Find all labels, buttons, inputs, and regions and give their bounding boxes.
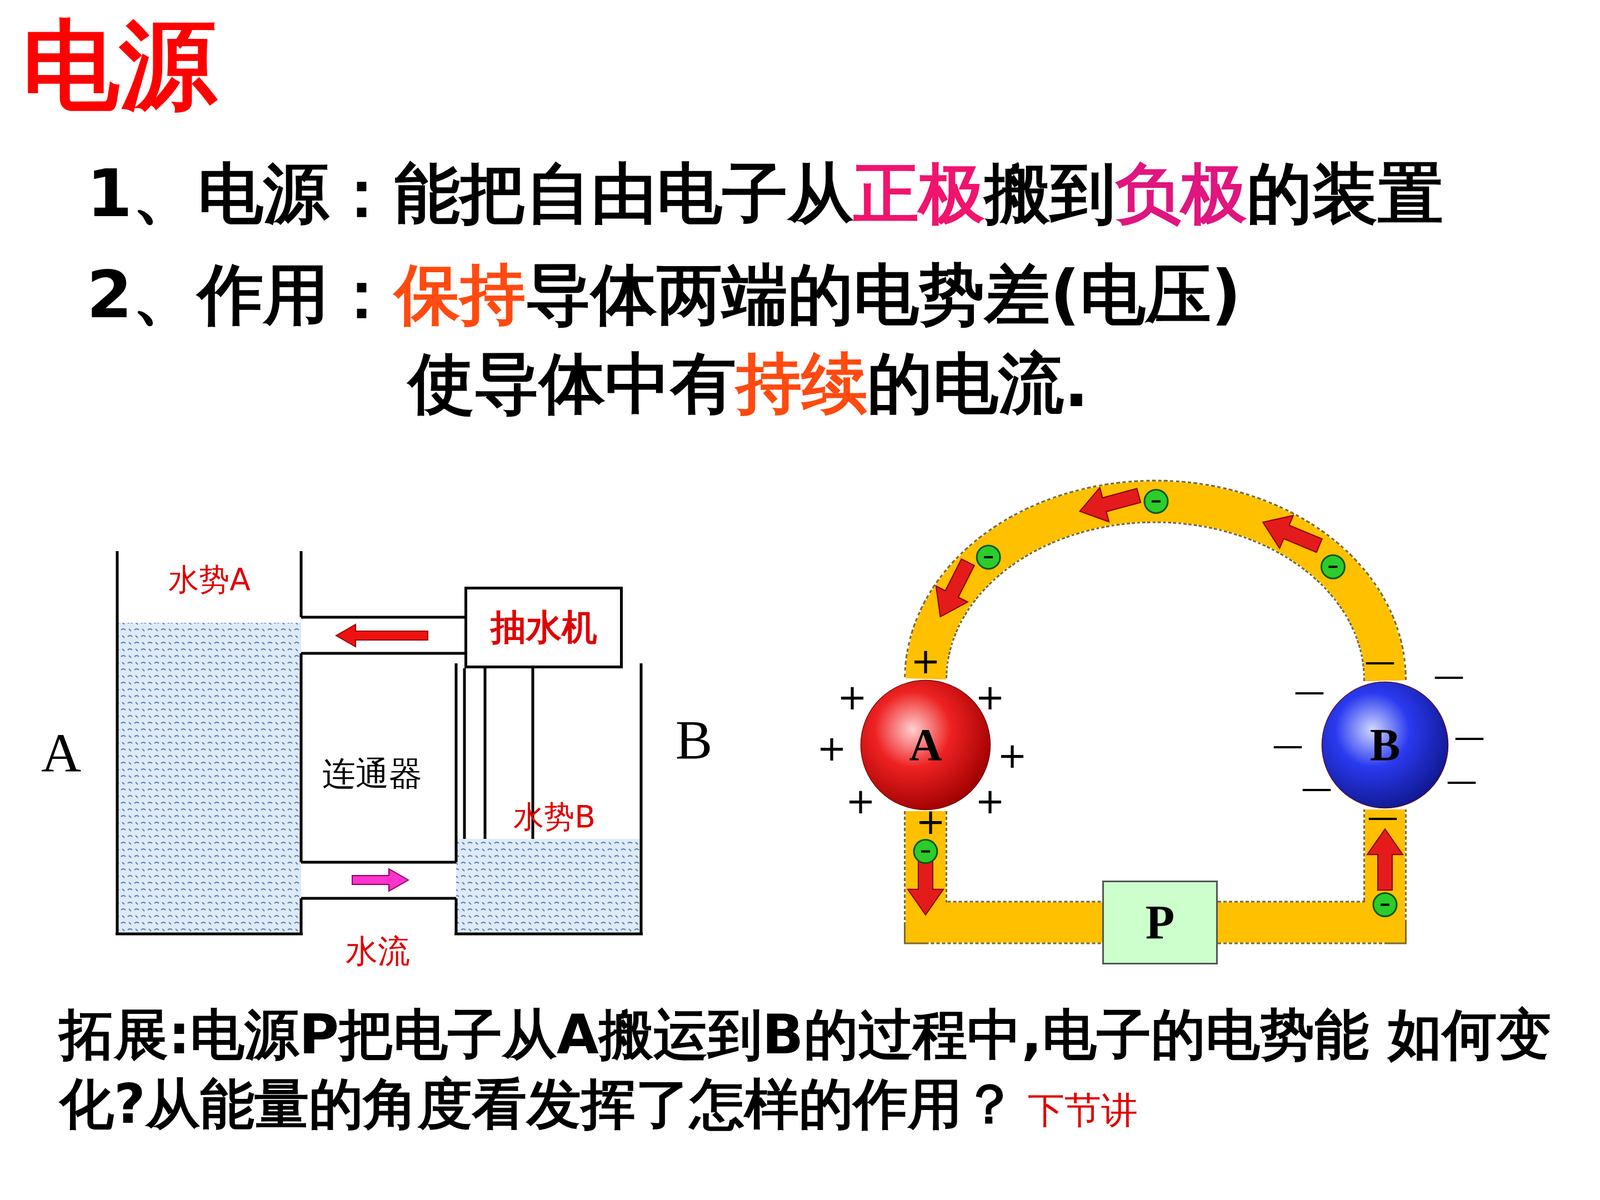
text-line: 拓展:电源P把电子从A搬运到B的过程中,电子的电势能 如何变化?从能量的角度看发…	[59, 1000, 1560, 1140]
flow-label: 水流	[345, 935, 410, 968]
power-source-box: P	[1102, 880, 1218, 965]
charge-sign: —	[1301, 772, 1333, 804]
pump-box: 抽水机	[464, 586, 623, 669]
part-label: 连通器	[322, 756, 423, 790]
electron-arrow	[936, 558, 975, 617]
charge-sign: —	[1453, 721, 1485, 753]
statement-text: 1、电源：能把自由电子从	[86, 155, 854, 232]
charge-sign: —	[1446, 765, 1478, 797]
statement-text: 负极	[1115, 155, 1247, 232]
statement-text: 使导体中有	[408, 345, 737, 422]
statement-text: 导体两端的电势差(电压)	[525, 256, 1242, 333]
tank-a	[115, 551, 303, 934]
charge-sign: +	[910, 643, 941, 679]
conductor-wire	[925, 811, 1103, 923]
conductor-wire	[925, 501, 1385, 682]
electron-symbol	[913, 840, 938, 864]
node-text: P	[1145, 896, 1175, 949]
charge-sign: —	[1272, 729, 1304, 761]
charge-sign: —	[1433, 660, 1465, 692]
charge-sign: +	[837, 679, 868, 715]
title: 电源	[22, 16, 217, 114]
statement-text: 下节讲	[1027, 1088, 1138, 1132]
statement-text: 持续	[736, 345, 868, 422]
electron-symbol	[1144, 490, 1168, 514]
statement-text: 搬到	[984, 155, 1116, 232]
charge-sign: +	[997, 737, 1028, 774]
tank-b	[454, 663, 643, 934]
node-text: 抽水机	[490, 607, 598, 647]
node-text: A	[908, 720, 942, 770]
tank-label: B	[675, 712, 713, 768]
charged-sphere: A	[859, 678, 992, 812]
electron-arrow	[1262, 515, 1323, 553]
charge-sign: +	[975, 783, 1005, 819]
water-b	[456, 838, 642, 934]
text-line: 1、电源：能把自由电子从正极搬到负极的装置	[86, 150, 1444, 239]
electron-symbol	[1373, 893, 1397, 917]
electron-arrow	[1080, 487, 1142, 523]
water-a	[117, 622, 302, 934]
charge-sign: +	[816, 730, 847, 767]
level-label: 水势B	[513, 801, 596, 833]
statement-text: 保持	[394, 256, 526, 333]
level-label: 水势A	[168, 564, 251, 595]
statement-text: 的电流.	[867, 345, 1089, 422]
wire-edge	[925, 501, 1385, 682]
charge-sign: +	[845, 783, 876, 819]
water-flow-arrow	[352, 868, 409, 892]
electron-flow	[907, 487, 1403, 917]
wire-edge	[925, 811, 1103, 923]
electron-symbol	[976, 545, 1000, 569]
wire-outline	[925, 501, 1385, 923]
wire-edge	[1217, 809, 1385, 923]
statement-text: 正极	[853, 155, 985, 232]
tank-label: A	[41, 725, 82, 782]
electron-arrow	[1367, 828, 1403, 890]
charged-sphere: B	[1320, 680, 1450, 810]
text-line: 使导体中有持续的电流.	[408, 340, 1089, 429]
statement-text: 2、作用：	[86, 256, 395, 333]
electron-symbol	[1321, 555, 1345, 579]
node-text: B	[1370, 720, 1401, 770]
charge-sign: —	[1364, 645, 1396, 677]
statement-text: 的装置	[1246, 155, 1444, 232]
pump-flow-arrow	[336, 624, 428, 647]
statement-text: 拓展:电源P把电子从A搬运到B的过程中,电子的电势能 如何变化?从能量的角度看发…	[59, 1002, 1552, 1136]
charge-sign: —	[1293, 675, 1325, 707]
conductor-wire	[1217, 809, 1385, 923]
text-line: 2、作用：保持导体两端的电势差(电压)	[86, 251, 1242, 340]
